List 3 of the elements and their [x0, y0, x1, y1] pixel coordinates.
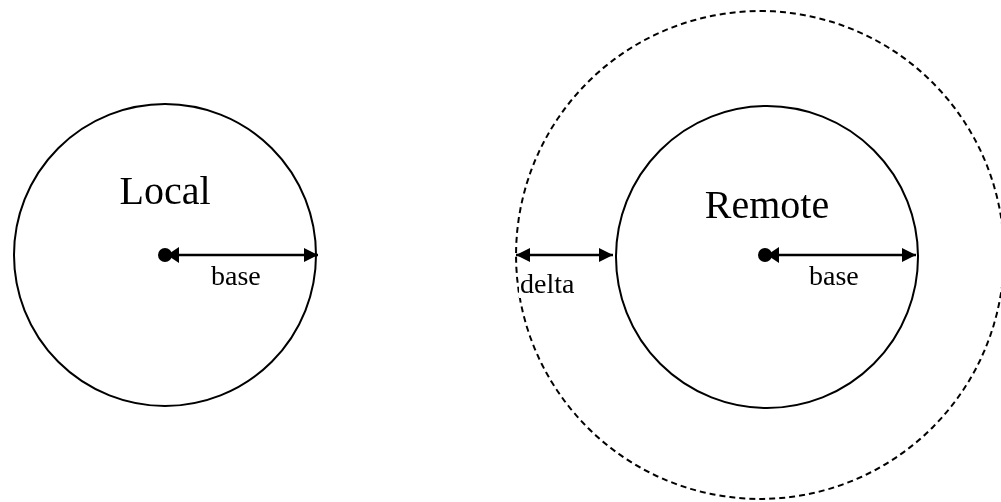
node-label: Remote	[704, 185, 830, 225]
arrow	[516, 248, 613, 262]
node-label: Local	[119, 171, 211, 211]
